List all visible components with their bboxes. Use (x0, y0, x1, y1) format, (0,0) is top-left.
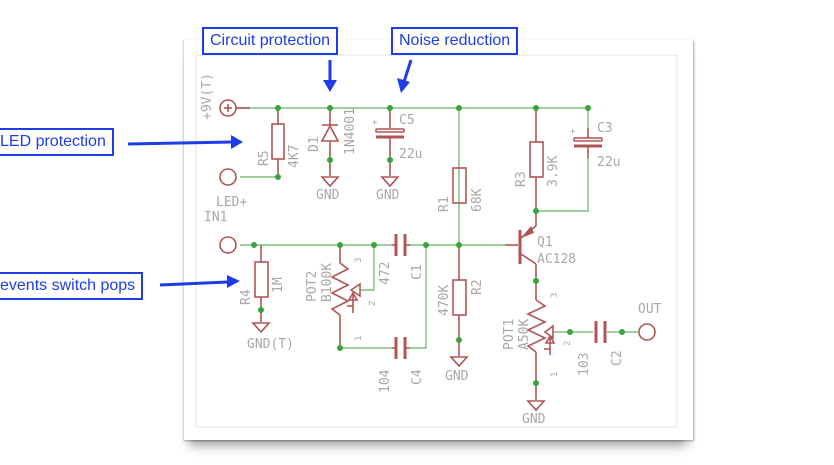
pot2-pin-2: 2 (368, 301, 378, 306)
capacitor-c4: 104 C4 (378, 337, 425, 393)
pot1-pin-1: 1 (550, 372, 560, 377)
r4-ref: R4 (239, 289, 254, 305)
resistor-r4: R4 1M (239, 245, 286, 322)
ground-d1: GND (316, 176, 340, 203)
pot1-value: A50K (517, 319, 532, 350)
ground-r4: GND(T) (247, 322, 294, 352)
ground-label: GND (522, 412, 546, 427)
resistor-r1: R1 68K (437, 167, 485, 212)
resistor-r5: R5 4K7 (257, 108, 302, 177)
c3-value: 22u (597, 155, 620, 170)
output-terminal: OUT (638, 302, 662, 341)
r3-ref: R3 (514, 171, 529, 187)
ground-label: GND (376, 188, 400, 203)
led-terminal-label: LED+ (216, 195, 247, 210)
callout-led-protection: LED protection (0, 128, 114, 156)
potentiometer-pot1: POT1 A50K 3 2 1 (502, 281, 573, 400)
r5-value: 4K7 (287, 145, 302, 168)
c3-polarity: + (570, 127, 576, 137)
transistor-q1: Q1 AC128 (505, 211, 576, 281)
ground-t-label: GND(T) (247, 337, 294, 352)
output-terminal-label: OUT (638, 302, 662, 317)
r4-value: 1M (271, 277, 286, 293)
c1-ref: C1 (410, 264, 425, 280)
resistor-r2: 470K R2 (437, 245, 485, 356)
potentiometer-pot2: POT2 B100K 3 2 1 (305, 245, 378, 348)
arrowhead-icon (231, 135, 243, 149)
capacitor-c5: + C5 22u (372, 108, 422, 176)
pot2-ref: POT2 (305, 271, 320, 302)
d1-value: 1N4001 (343, 108, 358, 155)
ground-pot1: GND (522, 400, 546, 427)
pot2-value: B100K (320, 263, 335, 302)
r2-ref: R2 (470, 279, 485, 295)
c2-ref: C2 (610, 350, 625, 366)
noise-reduction-arrow (402, 59, 413, 83)
r2-value: 470K (437, 285, 452, 316)
r5-ref: R5 (257, 150, 272, 166)
power-label: +9V(T) (200, 73, 215, 120)
ground-label: GND (316, 188, 340, 203)
d1-ref: D1 (307, 136, 322, 152)
arrowhead-icon (323, 80, 337, 92)
callout-noise-reduction: Noise reduction (391, 27, 519, 55)
resistor-r3: R3 3.9K (514, 108, 561, 211)
switch-pops-arrow (159, 280, 229, 287)
c2-value: 103 (577, 353, 592, 376)
capacitor-c3: + C3 22u (570, 121, 620, 170)
annotation-arrows (127, 59, 413, 288)
arrowhead-icon (227, 275, 240, 288)
schematic-frame (195, 54, 678, 428)
r3-value: 3.9K (546, 156, 561, 187)
c4-ref: C4 (410, 369, 425, 385)
c4-value: 104 (378, 369, 393, 393)
c1-value: 472 (378, 262, 393, 285)
pot2-pin-3: 3 (354, 258, 364, 263)
r1-ref: R1 (437, 196, 452, 212)
pot2-pin-1: 1 (354, 336, 364, 341)
ground-label: GND (445, 369, 469, 384)
schematic-card (183, 40, 693, 440)
c5-polarity: + (372, 118, 378, 128)
callout-switch-pops: events switch pops (0, 272, 144, 300)
r1-value: 68K (470, 188, 485, 212)
input-terminal-label: IN1 (204, 210, 227, 225)
c5-ref: C5 (399, 113, 415, 128)
q1-ref: Q1 (537, 235, 553, 250)
led-protection-arrow (127, 140, 233, 146)
power-terminal: +9V(T) (200, 73, 250, 120)
c5-value: 22u (399, 147, 422, 162)
arrowhead-icon (397, 78, 410, 93)
ground-r2: GND (445, 356, 469, 384)
callout-circuit-protection: Circuit protection (202, 27, 339, 55)
led-terminal: LED+ (216, 168, 247, 210)
junction-nodes (251, 105, 625, 386)
diode-d1: D1 1N4001 (307, 108, 358, 176)
capacitor-c2: 103 C2 (577, 321, 625, 376)
c3-ref: C3 (597, 121, 613, 136)
pot1-pin-3: 3 (550, 293, 560, 298)
q1-value: AC128 (537, 252, 576, 267)
capacitor-c1: 472 C1 (378, 234, 425, 285)
ground-c5: GND (376, 176, 400, 203)
pot1-ref: POT1 (502, 319, 517, 350)
input-terminal: IN1 (204, 210, 237, 254)
pot1-pin-2: 2 (563, 341, 573, 346)
